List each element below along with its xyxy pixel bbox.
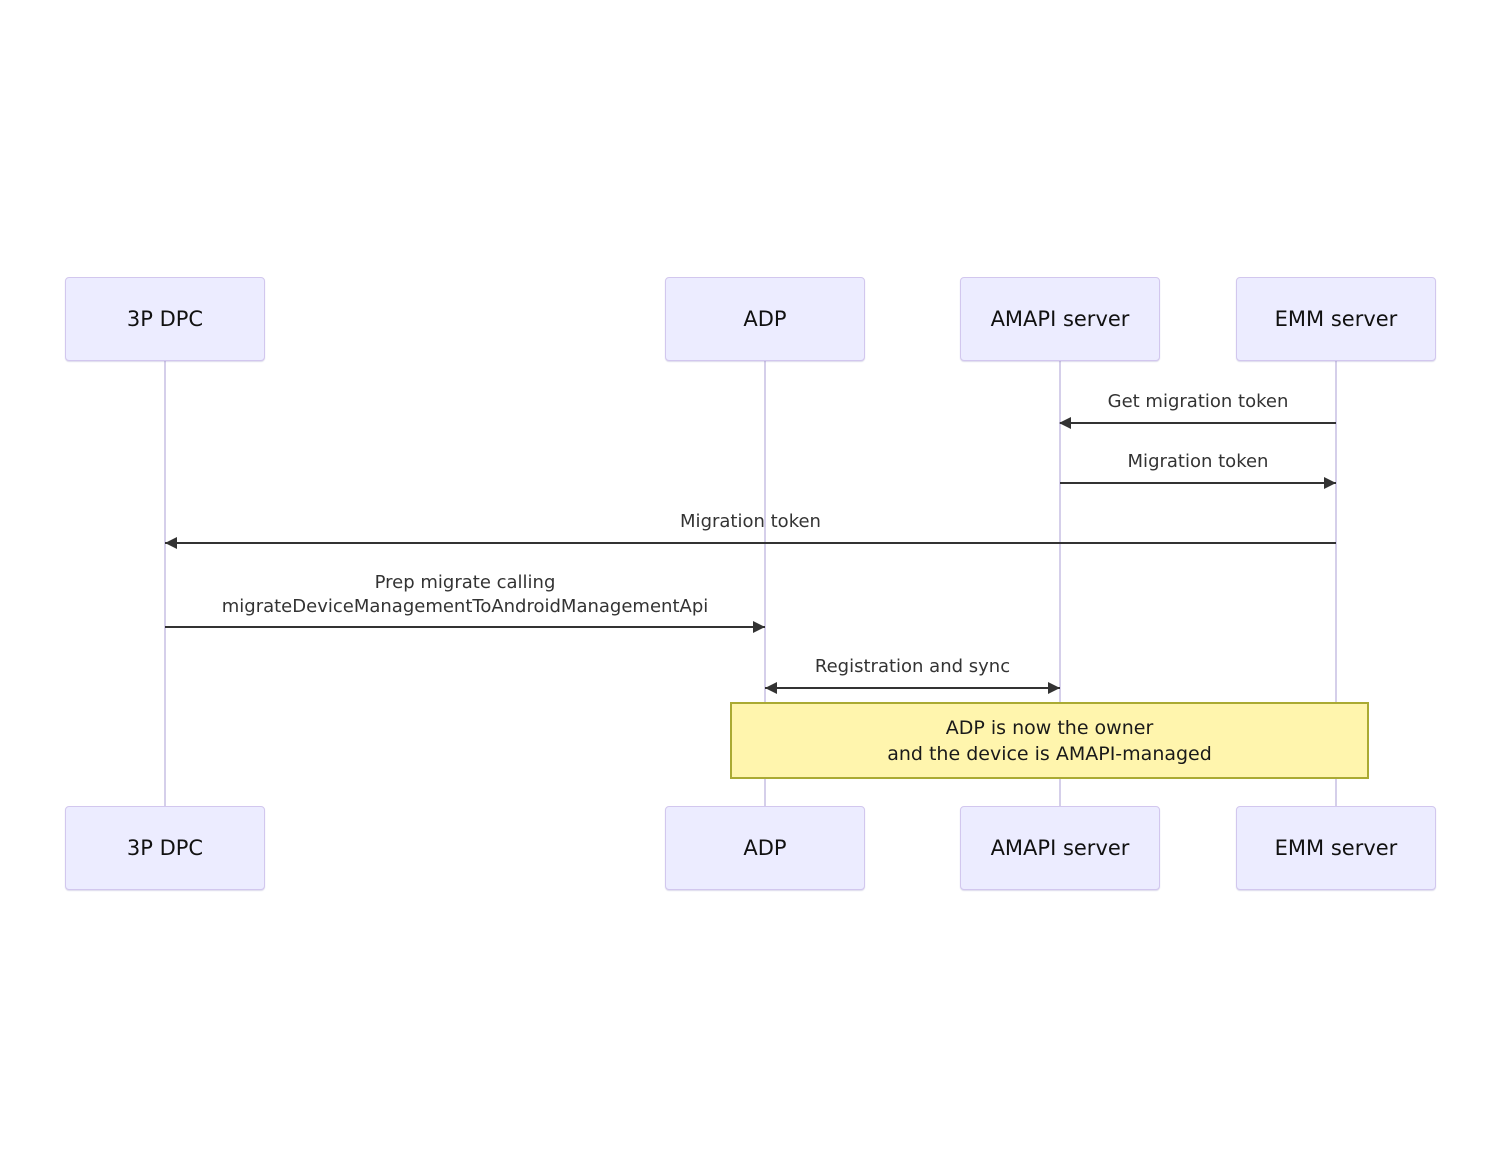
message-line-get-migration-token: [1060, 422, 1336, 424]
actor-top-3p-dpc: 3P DPC: [65, 277, 265, 361]
message-label-line: Registration and sync: [814, 656, 1011, 677]
arrowhead-right-icon: [753, 621, 765, 633]
message-line-migration-token-to-dpc: [165, 542, 1336, 544]
message-label-get-migration-token: Get migration token: [1060, 390, 1336, 414]
message-label-prep-migrate: Prep migrate calling migrateDeviceManage…: [165, 571, 765, 619]
actor-bottom-amapi-server: AMAPI server: [960, 806, 1160, 890]
note-line: and the device is AMAPI-managed: [887, 742, 1212, 765]
actor-label: EMM server: [1274, 836, 1398, 860]
message-line-prep-migrate: [165, 626, 765, 628]
message-label-line: migrateDeviceManagementToAndroidManageme…: [221, 596, 709, 617]
actor-label: ADP: [743, 836, 787, 860]
message-line-migration-token-to-emm: [1060, 482, 1336, 484]
message-label-line: Prep migrate calling: [374, 572, 556, 593]
actor-label: 3P DPC: [126, 307, 204, 331]
actor-top-emm-server: EMM server: [1236, 277, 1436, 361]
arrowhead-right-icon: [1324, 477, 1336, 489]
lifeline-amapi-server: [1059, 361, 1061, 806]
note-line: ADP is now the owner: [945, 716, 1154, 739]
actor-top-adp: ADP: [665, 277, 865, 361]
message-label-line: Get migration token: [1107, 391, 1289, 412]
actor-bottom-emm-server: EMM server: [1236, 806, 1436, 890]
note-adp-owner: ADP is now the owner and the device is A…: [730, 702, 1369, 779]
message-label-line: Migration token: [1127, 451, 1269, 472]
actor-bottom-adp: ADP: [665, 806, 865, 890]
lifeline-adp: [764, 361, 766, 806]
arrowhead-left-icon: [1059, 417, 1071, 429]
arrowhead-left-icon: [765, 682, 777, 694]
actor-label: EMM server: [1274, 307, 1398, 331]
message-label-migration-token-to-dpc: Migration token: [165, 510, 1336, 534]
lifeline-3p-dpc: [164, 361, 166, 806]
message-line-registration-and-sync: [765, 687, 1060, 689]
arrowhead-right-icon: [1048, 682, 1060, 694]
actor-label: 3P DPC: [126, 836, 204, 860]
actor-bottom-3p-dpc: 3P DPC: [65, 806, 265, 890]
arrowhead-left-icon: [165, 537, 177, 549]
lifeline-emm-server: [1335, 361, 1337, 806]
actor-label: ADP: [743, 307, 787, 331]
message-label-registration-and-sync: Registration and sync: [765, 655, 1060, 679]
actor-label: AMAPI server: [990, 836, 1130, 860]
message-label-line: Migration token: [680, 511, 821, 532]
message-label-migration-token-to-emm: Migration token: [1060, 450, 1336, 474]
actor-label: AMAPI server: [990, 307, 1130, 331]
actor-top-amapi-server: AMAPI server: [960, 277, 1160, 361]
